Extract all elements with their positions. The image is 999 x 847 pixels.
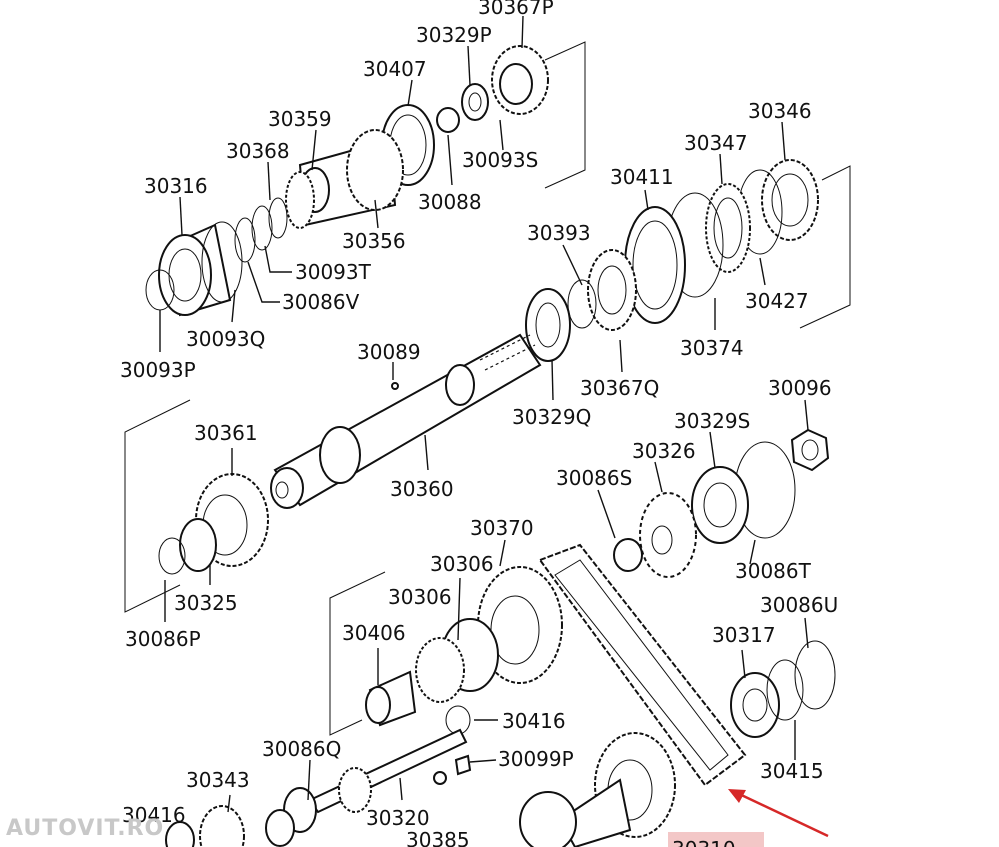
group-bracket-top	[544, 41, 586, 189]
sprocket-group	[365, 566, 563, 727]
highlight-box	[668, 832, 764, 847]
label-30360: 30360	[390, 477, 454, 501]
highlight-arrowhead	[728, 789, 746, 803]
label-30306-a: 30306	[430, 552, 494, 576]
label-30093T: 30093T	[295, 260, 372, 284]
label-30086T: 30086T	[735, 559, 812, 583]
label-30347: 30347	[684, 131, 748, 155]
label-30086V: 30086V	[282, 290, 360, 314]
label-30370: 30370	[470, 516, 534, 540]
label-30367P: 30367P	[478, 0, 554, 19]
label-30406: 30406	[342, 621, 406, 645]
label-30346: 30346	[748, 99, 812, 123]
label-30416-a: 30416	[502, 709, 566, 733]
output-bearing-group	[613, 428, 830, 578]
lower-bearing-group	[730, 640, 836, 738]
label-30089: 30089	[357, 340, 421, 364]
label-30367Q: 30367Q	[580, 376, 659, 400]
label-30407: 30407	[363, 57, 427, 81]
label-30088: 30088	[418, 190, 482, 214]
label-30329Q: 30329Q	[512, 405, 591, 429]
label-30393: 30393	[527, 221, 591, 245]
label-30096: 30096	[768, 376, 832, 400]
leader-lines	[159, 15, 809, 813]
label-30374: 30374	[680, 336, 744, 360]
top-shaft-assembly	[145, 45, 549, 317]
input-gear	[158, 473, 269, 575]
label-30385: 30385	[406, 828, 470, 847]
label-30416-b: 30416	[122, 803, 186, 827]
label-30326: 30326	[632, 439, 696, 463]
label-30093P: 30093P	[120, 358, 196, 382]
watermark-logo: AUTOVIT.RO	[6, 816, 164, 841]
label-30099P: 30099P	[498, 747, 574, 771]
label-30086U: 30086U	[760, 593, 838, 617]
main-shaft	[270, 333, 542, 509]
label-30310: 30310	[672, 837, 736, 847]
label-30427: 30427	[745, 289, 809, 313]
label-30325: 30325	[174, 591, 238, 615]
label-30329S: 30329S	[674, 409, 750, 433]
label-30361: 30361	[194, 421, 258, 445]
label-30356: 30356	[342, 229, 406, 253]
highlighted-part: 30310	[668, 789, 829, 847]
highlight-arrow	[734, 790, 829, 838]
label-30359: 30359	[268, 107, 332, 131]
output-sprocket	[519, 732, 676, 847]
label-30086Q: 30086Q	[262, 737, 341, 761]
label-30329P: 30329P	[416, 23, 492, 47]
group-bracket-left	[124, 399, 191, 613]
label-30306-b: 30306	[388, 585, 452, 609]
label-30086P: 30086P	[125, 627, 201, 651]
lower-shaft	[165, 705, 472, 847]
label-30415: 30415	[760, 759, 824, 783]
label-30343: 30343	[186, 768, 250, 792]
group-bracket-right	[799, 165, 851, 329]
synchro-group	[525, 159, 819, 362]
label-30093Q: 30093Q	[186, 327, 265, 351]
label-30411: 30411	[610, 165, 674, 189]
label-30086S: 30086S	[556, 466, 632, 490]
label-30320: 30320	[366, 806, 430, 830]
label-30316: 30316	[144, 174, 208, 198]
label-30368: 30368	[226, 139, 290, 163]
drive-chain	[538, 543, 747, 787]
group-bracket-mid	[329, 571, 386, 736]
label-30093S: 30093S	[462, 148, 538, 172]
label-30317: 30317	[712, 623, 776, 647]
part-labels: 30367P 30329P 30407 30359 30368 30316 30…	[120, 0, 838, 847]
